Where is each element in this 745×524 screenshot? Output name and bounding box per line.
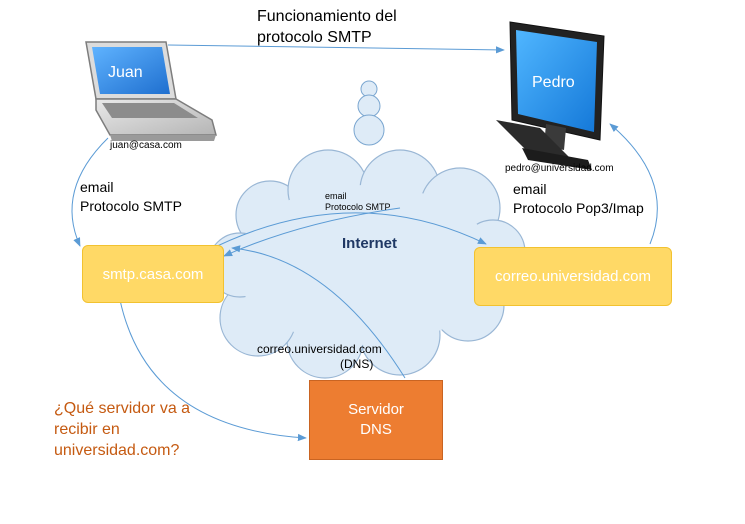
dns-server-line-2: DNS bbox=[360, 421, 392, 438]
title-line-2: protocolo SMTP bbox=[257, 29, 372, 46]
juan-email: juan@casa.com bbox=[110, 140, 182, 151]
dns-query-text: correo.universidad.com (DNS) bbox=[257, 342, 382, 372]
title-line-1: Funcionamiento del bbox=[257, 8, 397, 25]
left-link-line-1: email bbox=[80, 179, 114, 195]
cloud-to-smtp-arrow bbox=[223, 207, 401, 257]
dns-query-line-1: correo.universidad.com bbox=[257, 342, 382, 356]
right-link-line-2: Protocolo Pop3/Imap bbox=[513, 199, 644, 218]
monitor-label: Pedro bbox=[532, 74, 575, 91]
dns-response-arrow bbox=[231, 245, 406, 379]
pedro-email: pedro@universidad.com bbox=[505, 163, 614, 174]
question-line-1: ¿Qué servidor va a bbox=[54, 400, 191, 417]
internet-label: Internet bbox=[342, 235, 398, 252]
cloud-email-small-line-1: email bbox=[325, 191, 347, 201]
smtp-to-dns-arrow bbox=[119, 299, 307, 442]
laptop-to-smtp-arrow bbox=[71, 137, 109, 247]
smtp-server-label: smtp.casa.com bbox=[102, 265, 204, 283]
laptop-label: Juan bbox=[108, 64, 143, 81]
dns-server-line-1: Servidor bbox=[348, 401, 404, 418]
question-text: ¿Qué servidor va a recibir en universida… bbox=[54, 398, 190, 461]
dns-query-line-2: (DNS) bbox=[340, 357, 374, 371]
monitor-icon bbox=[496, 21, 605, 170]
left-link-line-2: Protocolo SMTP bbox=[80, 198, 182, 214]
diagram-title: Funcionamiento del protocolo SMTP bbox=[257, 6, 397, 48]
right-link-line-2-text: Protocolo Pop3/Imap bbox=[513, 200, 644, 216]
right-link-text: email Protocolo Pop3/Imap bbox=[513, 180, 644, 218]
left-link-text: email Protocolo SMTP bbox=[80, 178, 182, 216]
mail-to-pedro-arrow bbox=[609, 123, 658, 245]
title-arrow bbox=[167, 44, 505, 54]
thought-bubbles bbox=[353, 80, 385, 146]
question-line-3: universidad.com? bbox=[54, 442, 180, 459]
dns-server-box: Servidor DNS bbox=[309, 380, 443, 460]
laptop-icon bbox=[85, 41, 217, 141]
cloud-email-small: email Protocolo SMTP bbox=[325, 191, 391, 213]
mail-server-box: correo.universidad.com bbox=[474, 247, 672, 306]
right-link-line-1: email bbox=[513, 181, 547, 197]
arrows bbox=[71, 44, 658, 442]
smtp-to-mail-arrow bbox=[204, 212, 487, 253]
question-line-2: recibir en bbox=[54, 421, 120, 438]
internet-cloud bbox=[207, 149, 526, 379]
smtp-server-box: smtp.casa.com bbox=[82, 245, 224, 303]
cloud-email-small-line-2: Protocolo SMTP bbox=[325, 202, 391, 212]
mail-server-label: correo.universidad.com bbox=[495, 268, 651, 285]
